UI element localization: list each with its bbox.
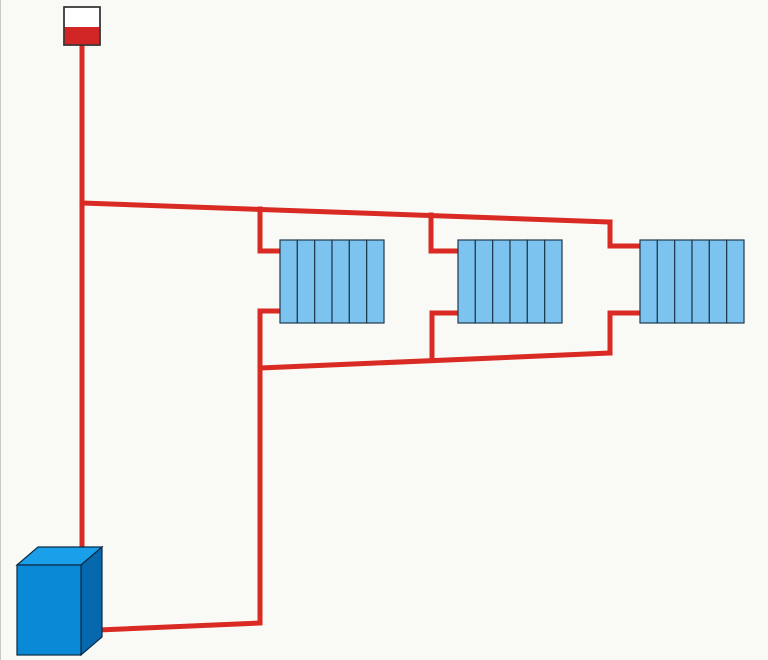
return-branch-2 [429,310,461,363]
radiator-section [544,239,563,324]
radiator-section [348,239,368,324]
radiator-section [708,239,728,324]
radiator-section [691,239,710,324]
radiator-section [314,239,333,324]
return-branch-1 [257,308,283,371]
pipe-network [79,45,643,633]
radiator-section [726,239,745,324]
boiler-side-face [80,545,103,657]
expansion-tank-fluid [64,27,100,45]
expansion-tank [63,6,101,46]
return-branch-3 [607,310,643,356]
expansion-tank-frame [63,6,101,46]
radiator-section [656,239,676,324]
radiator-section [526,239,546,324]
boiler-front-face [16,564,82,656]
supply-main-pipe [79,200,613,225]
supply-branch-2 [428,212,461,254]
radiator-section [474,239,494,324]
radiator-2 [457,239,563,324]
radiator-section [457,239,476,324]
radiator-section [296,239,316,324]
return-main-pipe [257,350,613,371]
radiator-section [509,239,528,324]
supply-branch-1 [257,206,283,254]
radiator-section [492,239,511,324]
supply-branch-3 [607,219,643,249]
radiator-section [639,239,658,324]
return-to-boiler-pipe [95,365,263,633]
radiator-section [674,239,693,324]
radiator-3 [639,239,745,324]
radiator-1 [279,239,385,324]
radiator-section [331,239,350,324]
radiator-section [279,239,298,324]
boiler [15,545,104,657]
radiator-section [366,239,385,324]
